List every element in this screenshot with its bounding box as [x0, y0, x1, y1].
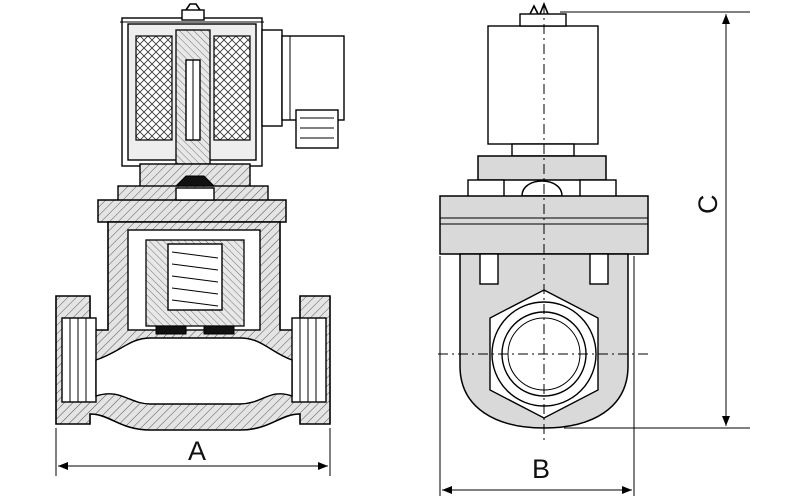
front-section-view: A: [55, 3, 345, 476]
dimension-label-c: C: [693, 195, 723, 215]
dimension-c: [560, 11, 750, 429]
dimension-a: [55, 428, 331, 476]
side-coil: [487, 1, 599, 157]
dimension-label-a: A: [188, 436, 206, 466]
valve-body: [55, 221, 331, 431]
dimension-label-b: B: [532, 454, 550, 484]
side-body: [459, 253, 629, 429]
valve-bonnet: [97, 163, 287, 223]
dimension-b: [439, 256, 635, 496]
solenoid-coil: [120, 3, 264, 167]
electrical-connector: [261, 29, 345, 149]
side-view: B C: [438, 1, 750, 496]
